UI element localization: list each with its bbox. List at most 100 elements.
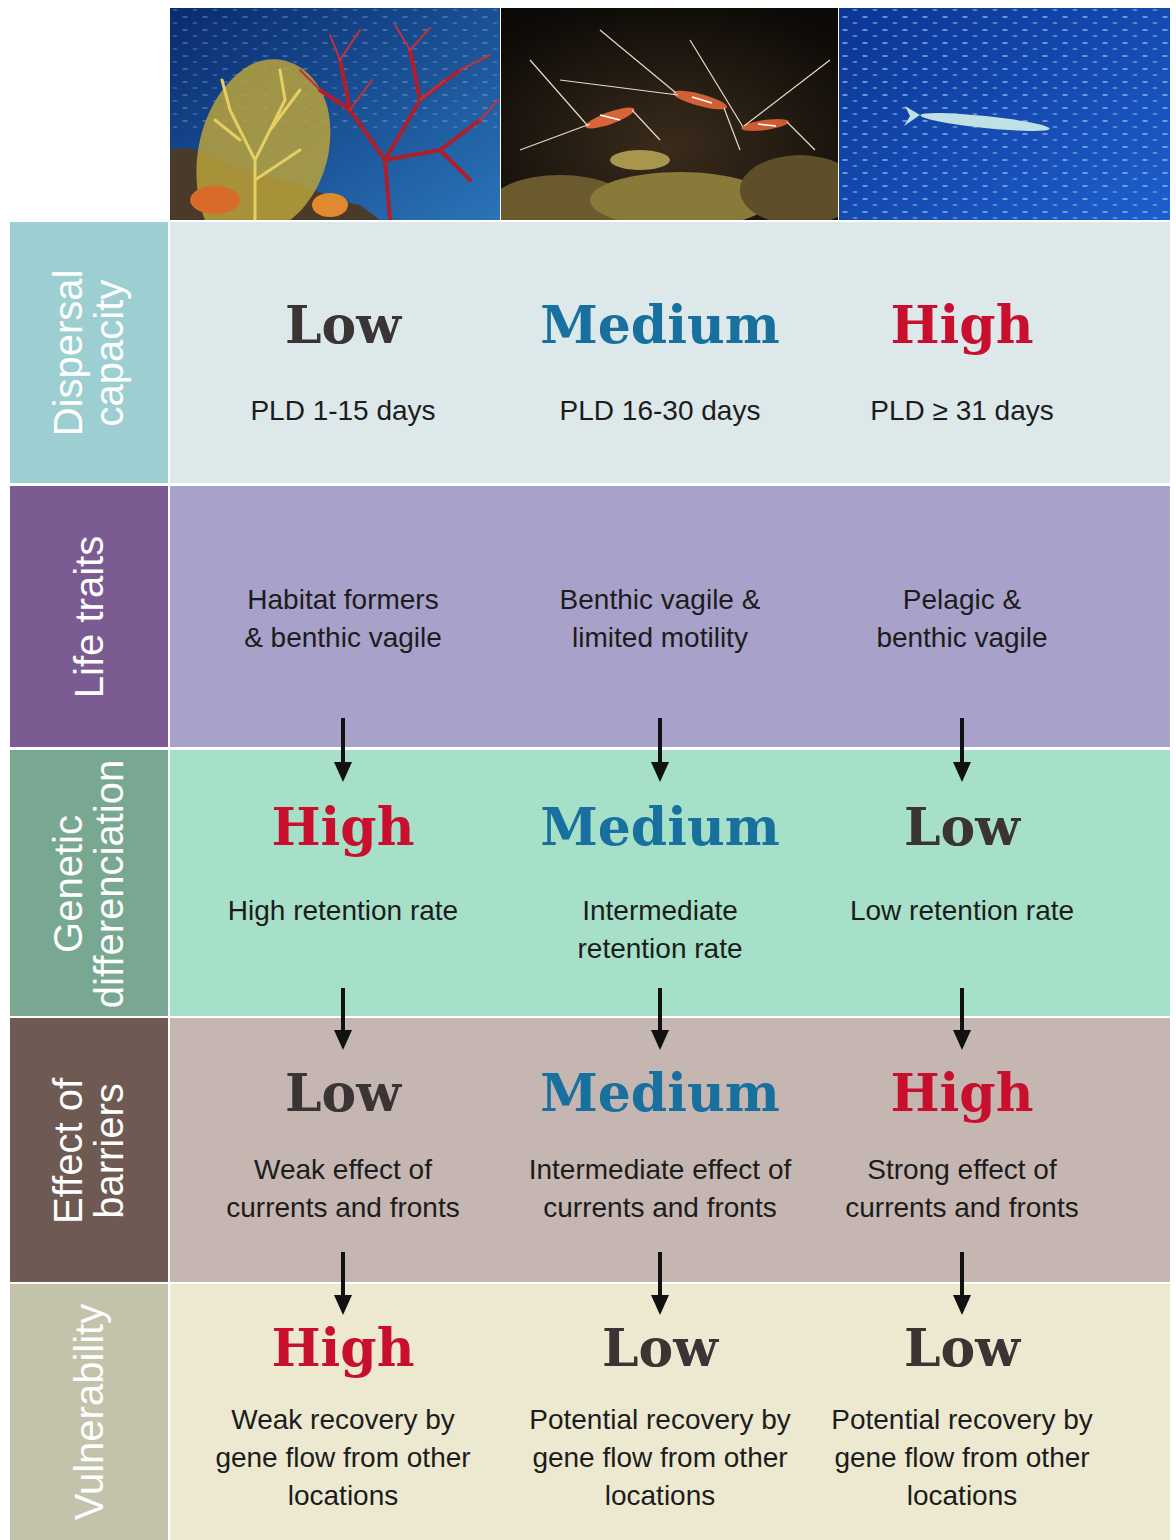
water: [170, 8, 500, 220]
band-row: Genetic differenciation HighHigh retentio…: [10, 750, 1170, 1018]
level-heading: Low: [812, 797, 1112, 857]
flow-arrow: [953, 1252, 971, 1315]
flow-arrow: [953, 988, 971, 1050]
trait-text: Potential recovery by gene flow from oth…: [817, 1401, 1107, 1515]
trait-text: Intermediate effect of currents and fron…: [510, 1151, 810, 1227]
level-heading: High: [812, 1063, 1112, 1123]
shrimp-stripes: [600, 97, 776, 126]
trait-text: Weak recovery by gene flow from other lo…: [203, 1401, 483, 1515]
level-heading: Medium: [510, 295, 810, 355]
arrow-shaft: [960, 718, 964, 764]
band-panel: [170, 750, 1170, 1016]
arrow-shaft: [960, 1252, 964, 1297]
flow-arrow: [651, 718, 669, 782]
band-title-rotator: Genetic differenciation: [10, 750, 168, 1018]
band-title-rotator: Effect of barriers: [10, 1018, 168, 1284]
band-row: Dispersal capacityLowPLD 1-15 daysMedium…: [10, 222, 1170, 484]
arrow-head: [651, 1030, 669, 1050]
band-title-rotator: Dispersal capacity: [10, 222, 168, 484]
flow-arrow: [334, 1252, 352, 1315]
trait-text: High retention rate: [198, 892, 488, 930]
trait-text: PLD 1-15 days: [198, 392, 488, 430]
shrimp-antennae: [520, 30, 830, 150]
band-title-rotator: Life traits: [10, 486, 168, 748]
red-gorgonian-twigs: [300, 25, 498, 120]
arrow-head: [651, 1295, 669, 1315]
arrow-head: [953, 762, 971, 782]
level-heading: Low: [193, 295, 493, 355]
trait-text: Habitat formers & benthic vagile: [236, 581, 451, 657]
water: [839, 8, 1170, 220]
trait-text: Strong effect of currents and fronts: [817, 1151, 1107, 1227]
level-heading: High: [193, 1318, 493, 1378]
pelagic-photo: [839, 8, 1170, 220]
barracuda-tail: [904, 106, 920, 126]
arrow-shaft: [341, 1252, 345, 1297]
trait-text: Benthic vagile & limited motility: [535, 581, 785, 657]
arrow-head: [953, 1030, 971, 1050]
arrow-shaft: [658, 1252, 662, 1297]
trait-cell: HighPLD ≥ 31 days: [812, 285, 1112, 475]
band-panel: [170, 486, 1170, 747]
trait-text: Low retention rate: [817, 892, 1107, 930]
flow-arrow: [651, 1252, 669, 1315]
sponge: [312, 193, 348, 217]
flow-arrow: [334, 988, 352, 1050]
trait-text: Pelagic & benthic vagile: [855, 581, 1070, 657]
trait-text: Intermediate retention rate: [530, 892, 790, 968]
trait-cell: LowLow retention rate: [812, 782, 1112, 988]
trait-text: Potential recovery by gene flow from oth…: [515, 1401, 805, 1515]
band-row: Effect of barriers LowWeak effect of curr…: [10, 1018, 1170, 1284]
trait-cell: LowPotential recovery by gene flow from …: [812, 1315, 1112, 1537]
level-heading: Medium: [510, 1063, 810, 1123]
band-title: Effect of barriers: [48, 1025, 130, 1277]
level-heading: Low: [510, 1318, 810, 1378]
trait-cell: MediumIntermediate retention rate: [510, 782, 810, 988]
band-title: Dispersal capacity: [48, 229, 130, 477]
trait-cell: HighHigh retention rate: [193, 782, 493, 988]
arrow-head: [334, 762, 352, 782]
band-title: Genetic differenciation: [48, 757, 130, 1011]
arrow-head: [651, 762, 669, 782]
band-row: Life traits Habitat formers & benthic vag…: [10, 486, 1170, 748]
flow-arrow: [651, 988, 669, 1050]
arrow-head: [334, 1295, 352, 1315]
trait-cell: MediumIntermediate effect of currents an…: [510, 1050, 810, 1252]
trait-text: Weak effect of currents and fronts: [203, 1151, 483, 1227]
arrow-head: [953, 1295, 971, 1315]
photo-strip: [0, 0, 1176, 222]
rock: [740, 155, 838, 220]
arrow-shaft: [341, 718, 345, 764]
arrow-shaft: [658, 718, 662, 764]
level-heading: Low: [193, 1063, 493, 1123]
fish-school: [839, 8, 1170, 220]
red-gorgonian: [320, 50, 480, 220]
trait-cell: MediumPLD 16-30 days: [510, 285, 810, 475]
trait-cell: HighStrong effect of currents and fronts: [812, 1050, 1112, 1252]
band-title: Vulnerability: [69, 1304, 110, 1520]
trait-cell: Habitat formers & benthic vagile: [193, 570, 493, 718]
band-row: Vulnerability HighWeak recovery by gene f…: [10, 1284, 1170, 1540]
trait-text: PLD ≥ 31 days: [817, 392, 1107, 430]
band-title-rotator: Vulnerability: [10, 1284, 168, 1540]
trait-cell: LowPotential recovery by gene flow from …: [510, 1315, 810, 1537]
arrow-shaft: [658, 988, 662, 1032]
trait-cell: Pelagic & benthic vagile: [812, 570, 1112, 718]
flow-arrow: [953, 718, 971, 782]
band-panel: [170, 1018, 1170, 1282]
trait-cell: LowPLD 1-15 days: [193, 285, 493, 475]
rock: [610, 150, 670, 170]
trait-cell: Benthic vagile & limited motility: [510, 570, 810, 718]
barracuda: [920, 109, 1051, 135]
trait-text: PLD 16-30 days: [515, 392, 805, 430]
level-heading: High: [193, 797, 493, 857]
sponge: [190, 186, 240, 214]
trait-cell: LowWeak effect of currents and fronts: [193, 1050, 493, 1252]
arrow-shaft: [960, 988, 964, 1032]
band-title: Life traits: [69, 536, 110, 698]
trait-cell: HighWeak recovery by gene flow from othe…: [193, 1315, 493, 1537]
coral-photo: [170, 8, 500, 220]
level-heading: Medium: [510, 797, 810, 857]
